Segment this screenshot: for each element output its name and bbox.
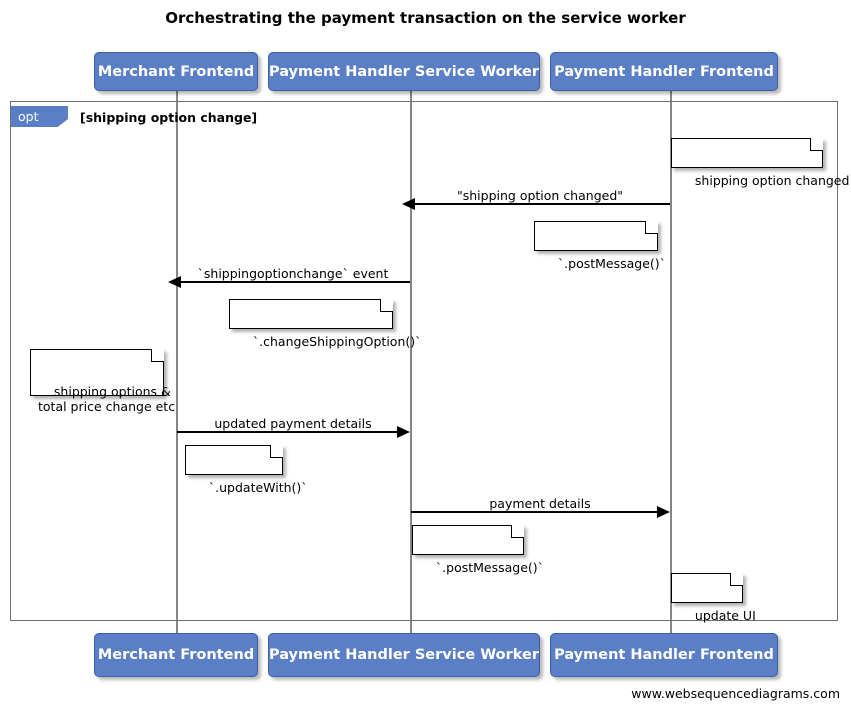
note-change-shipping-option: `.changeShippingOption()` (229, 299, 421, 349)
participant-label: Payment Handler Frontend (554, 63, 774, 80)
message-label-shipping-option-changed: "shipping option changed" (456, 188, 623, 203)
fragment-opt-tab-label: opt (18, 109, 39, 124)
note-post-message-2: `.postMessage()` (412, 525, 544, 575)
message-label-updated-payment-details: updated payment details (214, 416, 372, 431)
note-shipping-option-changed: shipping option changed (671, 138, 849, 188)
participant-merchant-frontend-bottom[interactable]: Merchant Frontend (94, 633, 258, 677)
arrow-head-left-icon (168, 276, 181, 288)
note-fold-corner-icon (380, 299, 393, 312)
lifeline-merchant-frontend (176, 90, 178, 633)
note-fold-corner-icon (270, 445, 283, 458)
message-line-updated-payment-details (177, 431, 401, 433)
note-fold-corner-icon (645, 221, 658, 234)
participant-payment-handler-frontend-top[interactable]: Payment Handler Frontend (550, 52, 778, 91)
participant-label: Merchant Frontend (97, 63, 255, 80)
participant-payment-handler-frontend-bottom[interactable]: Payment Handler Frontend (550, 633, 778, 677)
arrow-head-left-icon (402, 198, 415, 210)
note-text: `.updateWith()` (208, 480, 308, 495)
participant-merchant-frontend-top[interactable]: Merchant Frontend (94, 52, 258, 91)
arrow-head-right-icon (397, 426, 410, 438)
lifeline-payment-handler-service-worker (410, 90, 412, 633)
message-line-shipping-option-changed (411, 203, 670, 205)
note-fold-corner-icon (511, 525, 524, 538)
participant-label: Payment Handler Service Worker (268, 647, 540, 663)
note-text: shipping option changed (694, 173, 850, 188)
message-line-payment-details (411, 511, 661, 513)
note-text: `.postMessage()` (435, 560, 544, 575)
participant-label: Payment Handler Frontend (554, 647, 774, 663)
footer-source-url: www.websequencediagrams.com (631, 686, 840, 701)
diagram-title: Orchestrating the payment transaction on… (165, 9, 686, 27)
note-text: `.postMessage()` (557, 256, 666, 271)
note-post-message-1: `.postMessage()` (534, 221, 666, 271)
lifeline-payment-handler-frontend (670, 90, 672, 633)
note-shipping-options-total-price: shipping options & total price change et… (30, 349, 175, 414)
note-fold-corner-icon (730, 573, 743, 586)
fragment-opt (10, 101, 838, 621)
participant-label: Payment Handler Service Worker (268, 63, 540, 80)
note-fold-corner-icon (151, 349, 164, 362)
participant-label: Merchant Frontend (97, 647, 255, 663)
note-text: update UI (694, 608, 756, 623)
participant-payment-handler-service-worker-bottom[interactable]: Payment Handler Service Worker (268, 633, 540, 677)
message-line-shippingoptionchange-event (177, 281, 410, 283)
note-update-ui: update UI (671, 573, 756, 623)
note-text: `.changeShippingOption()` (252, 334, 422, 349)
arrow-head-right-icon (657, 506, 670, 518)
note-fold-corner-icon (810, 138, 823, 151)
message-label-shippingoptionchange-event: `shippingoptionchange` event (197, 266, 389, 281)
note-text: shipping options & total price change et… (38, 384, 176, 414)
fragment-opt-guard: [shipping option change] (80, 110, 258, 125)
participant-payment-handler-service-worker-top[interactable]: Payment Handler Service Worker (268, 52, 540, 91)
note-update-with: `.updateWith()` (185, 445, 308, 495)
message-label-payment-details: payment details (489, 496, 591, 511)
fragment-opt-tab: opt (11, 106, 68, 127)
